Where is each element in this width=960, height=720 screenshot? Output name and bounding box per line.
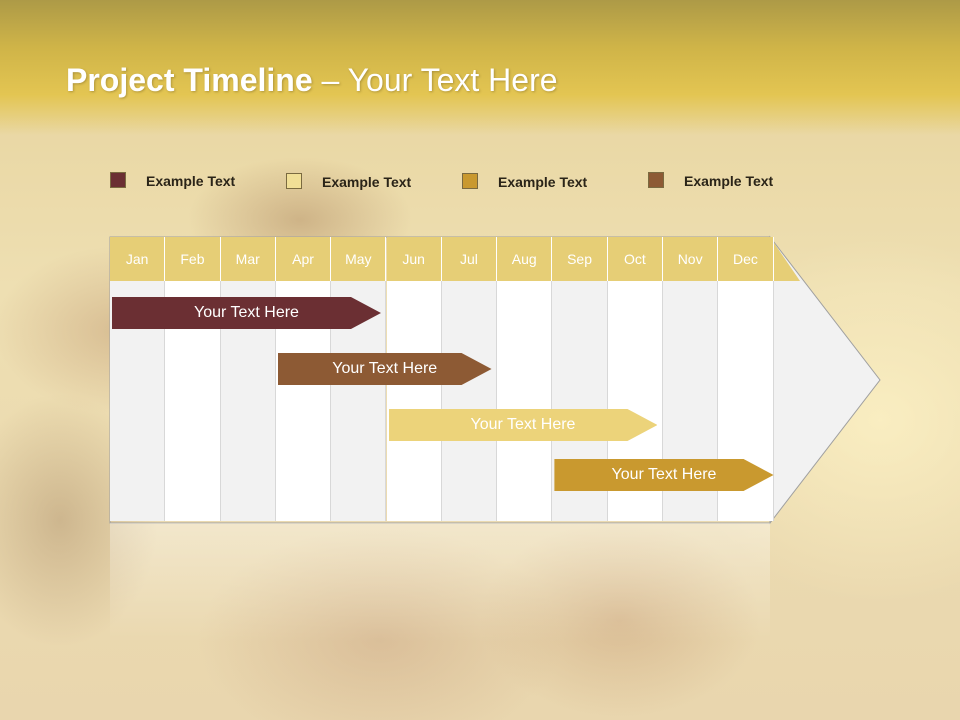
timeline-reflection	[110, 523, 770, 643]
task-bar: Your Text Here	[278, 353, 492, 385]
page-title-main: Project Timeline	[66, 62, 313, 98]
month-header: Dec	[718, 237, 774, 281]
month-header: Mar	[220, 237, 276, 281]
month-header: Sep	[552, 237, 608, 281]
month-column	[497, 281, 553, 521]
month-header: Nov	[663, 237, 719, 281]
legend-swatch	[286, 173, 302, 189]
task-bar: Your Text Here	[389, 409, 658, 441]
legend-label: Example Text	[684, 173, 774, 189]
page-title: Project Timeline – Your Text Here	[66, 60, 558, 100]
arrow-head-band	[770, 237, 800, 281]
task-bar: Your Text Here	[554, 459, 773, 491]
legend-label: Example Text	[498, 174, 588, 190]
month-header: Apr	[275, 237, 332, 281]
legend-swatch	[648, 172, 664, 188]
month-header: Feb	[165, 237, 221, 281]
task-bar: Your Text Here	[112, 297, 381, 329]
page-title-subtitle: – Your Text Here	[312, 62, 558, 98]
month-column	[441, 281, 498, 521]
header-band	[0, 0, 960, 135]
month-header: Aug	[497, 237, 553, 281]
month-header: Jul	[441, 237, 498, 281]
month-header: Oct	[607, 237, 663, 281]
legend-swatch	[462, 173, 478, 189]
month-header: Jan	[110, 237, 166, 281]
month-header: May	[331, 237, 387, 281]
month-header: Jun	[386, 237, 442, 281]
legend-swatch	[110, 172, 126, 188]
month-column	[386, 281, 442, 521]
legend-label: Example Text	[146, 173, 236, 189]
legend-label: Example Text	[322, 174, 412, 190]
